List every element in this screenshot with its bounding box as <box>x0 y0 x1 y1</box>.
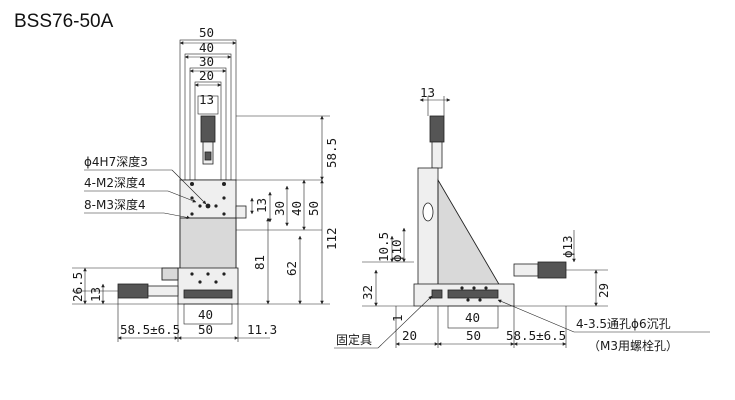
front-inner-30: 30 <box>272 201 287 216</box>
front-height-112: 112 <box>324 227 339 250</box>
front-left-13: 13 <box>88 287 103 302</box>
front-height-62: 62 <box>284 261 299 276</box>
callout-8-m3: 8-M3深度4 <box>84 197 146 212</box>
side-bottom-50: 50 <box>466 328 481 343</box>
side-view: 13 10.5 ϕ10 32 1 ϕ13 <box>334 85 710 353</box>
side-left-1: 1 <box>390 314 405 322</box>
side-bottom-20: 20 <box>402 328 417 343</box>
front-height-dims <box>236 179 330 305</box>
front-width-20: 20 <box>199 68 214 83</box>
side-column <box>417 167 439 287</box>
front-left-26-5: 26.5 <box>70 272 85 302</box>
front-width-30: 30 <box>199 54 214 69</box>
front-clamp <box>235 205 247 219</box>
side-gusset <box>437 178 501 287</box>
front-base-left-flange <box>161 267 179 281</box>
front-inner-40: 40 <box>289 201 304 216</box>
front-width-40: 40 <box>199 40 214 55</box>
front-view: 50 40 30 20 13 <box>70 25 339 342</box>
front-height-81: 81 <box>252 255 267 270</box>
front-bottom-50: 50 <box>198 322 213 337</box>
front-micrometer-horizontal <box>117 283 179 299</box>
drawing-title: BSS76-50A <box>14 11 114 32</box>
front-base-rail <box>183 289 233 299</box>
front-micrometer-vertical <box>200 115 216 165</box>
side-left-32: 32 <box>360 285 375 300</box>
front-stage-body <box>179 217 237 271</box>
side-top-13: 13 <box>420 85 435 100</box>
front-width-50: 50 <box>199 25 214 40</box>
callout-phi4h7: ϕ4H7深度3 <box>84 154 148 169</box>
callout-4-m2: 4-M2深度4 <box>84 175 146 190</box>
front-bottom-11-3: 11.3 <box>247 322 277 337</box>
front-bottom-58-5: 58.5±6.5 <box>120 322 180 337</box>
front-bottom-40: 40 <box>198 307 213 322</box>
front-width-13: 13 <box>199 92 214 107</box>
side-knob <box>422 202 434 222</box>
side-left-phi10: ϕ10 <box>389 239 404 262</box>
front-holes <box>190 182 226 216</box>
side-hole-note-sub: （M3用螺栓孔） <box>588 338 678 353</box>
front-inner-13: 13 <box>254 198 269 213</box>
side-bottom-40: 40 <box>465 310 480 325</box>
front-inner-50: 50 <box>306 201 321 216</box>
side-right-phi13: ϕ13 <box>560 235 575 258</box>
side-hole-note: 4-3.5通孔ϕ6沉孔 <box>576 317 671 331</box>
front-inner-dims <box>236 179 322 231</box>
side-fixture-label: 固定具 <box>336 332 372 347</box>
side-micrometer-vertical <box>429 115 445 143</box>
side-left-10-5: 10.5 <box>376 232 391 262</box>
side-fixture <box>431 289 443 299</box>
side-bottom-58-5: 58.5±6.5 <box>506 328 566 343</box>
front-height-58-5: 58.5 <box>324 138 339 168</box>
side-right-29: 29 <box>596 283 611 298</box>
side-micrometer-barrel <box>513 263 539 277</box>
side-micrometer-thimble <box>537 261 567 279</box>
